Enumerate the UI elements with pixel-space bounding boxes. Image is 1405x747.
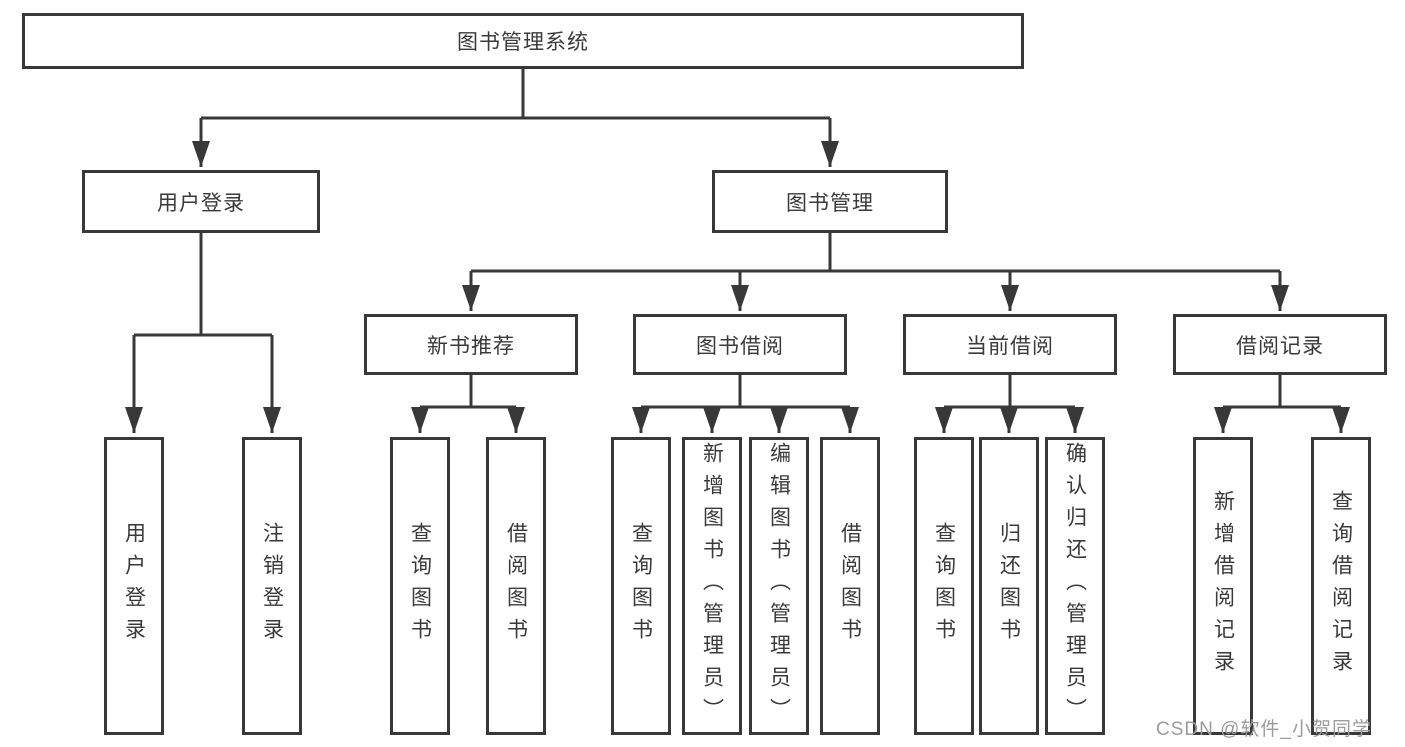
connector-current-borrow-branch xyxy=(944,375,1075,409)
node-label: 归还图书 xyxy=(997,522,1021,650)
node-leaf-query-books: 查询图书 xyxy=(390,437,450,735)
node-label: 新增借阅记录 xyxy=(1211,490,1235,682)
node-label: 用户登录 xyxy=(122,522,146,650)
node-label: 查询图书 xyxy=(408,522,432,650)
node-label: 图书借阅 xyxy=(696,334,784,358)
node-label: 借阅图书 xyxy=(838,522,862,650)
connector-root-branch xyxy=(201,69,830,120)
node-library-system: 图书管理系统 xyxy=(22,13,1024,69)
connector-user-login-branch xyxy=(134,233,272,337)
node-leaf-add-borrow-record: 新增借阅记录 xyxy=(1193,437,1253,735)
connector-borrow-record-branch xyxy=(1223,375,1341,409)
node-borrowing-records: 借阅记录 xyxy=(1173,314,1387,375)
node-new-book-recommendation: 新书推荐 xyxy=(364,314,578,375)
node-label: 借阅图书 xyxy=(504,522,528,650)
node-leaf-query-books: 查询图书 xyxy=(914,437,974,735)
node-label: 查询图书 xyxy=(629,522,653,650)
node-current-borrowing: 当前借阅 xyxy=(903,314,1117,375)
node-label: 新书推荐 xyxy=(427,334,515,358)
connector-book-mgmt-branch xyxy=(471,233,1280,273)
node-leaf-borrow-books: 借阅图书 xyxy=(486,437,546,735)
node-book-management: 图书管理 xyxy=(712,170,948,233)
node-label: 当前借阅 xyxy=(966,334,1054,358)
node-label: 注销登录 xyxy=(260,522,284,650)
node-label: 查询图书 xyxy=(932,522,956,650)
node-leaf-edit-books-admin: 编辑图书（管理员） xyxy=(749,437,809,735)
node-label: 用户登录 xyxy=(157,191,245,215)
node-label: 新增图书（管理员） xyxy=(700,442,724,730)
node-leaf-user-login: 用户登录 xyxy=(104,437,164,735)
connector-new-book-branch xyxy=(420,375,516,409)
node-label: 图书管理系统 xyxy=(457,31,589,54)
node-label: 查询借阅记录 xyxy=(1329,490,1353,682)
node-book-borrowing: 图书借阅 xyxy=(633,314,847,375)
node-leaf-confirm-return-admin: 确认归还（管理员） xyxy=(1045,437,1105,735)
node-label: 图书管理 xyxy=(786,191,874,215)
node-label: 编辑图书（管理员） xyxy=(767,442,791,730)
node-label: 借阅记录 xyxy=(1236,334,1324,358)
csdn-watermark: CSDN @软件_小贺同学 xyxy=(1156,719,1372,740)
node-user-login: 用户登录 xyxy=(82,170,320,233)
connector-book-borrow-branch xyxy=(641,375,850,409)
node-leaf-borrow-books: 借阅图书 xyxy=(820,437,880,735)
node-leaf-query-books: 查询图书 xyxy=(611,437,671,735)
node-label: 确认归还（管理员） xyxy=(1063,442,1087,730)
node-leaf-logout: 注销登录 xyxy=(242,437,302,735)
node-leaf-query-borrow-record: 查询借阅记录 xyxy=(1311,437,1371,735)
node-leaf-add-books-admin: 新增图书（管理员） xyxy=(682,437,742,735)
node-leaf-return-books: 归还图书 xyxy=(979,437,1039,735)
